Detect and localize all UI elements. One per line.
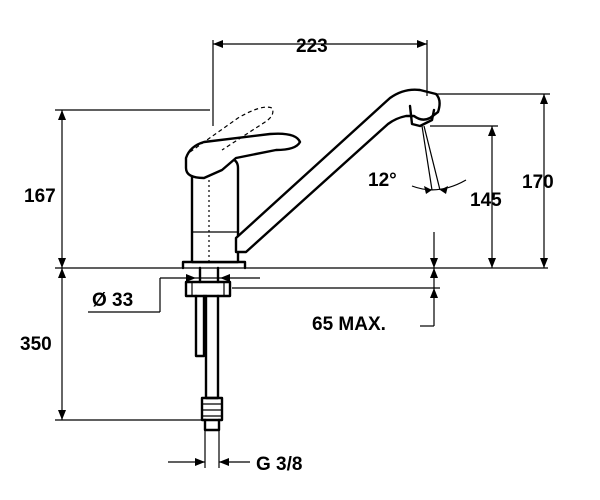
dimension-167: 167 xyxy=(24,109,210,268)
dim-label-g38: G 3/8 xyxy=(256,454,302,475)
dim-label-167: 167 xyxy=(24,186,56,207)
lever-handle xyxy=(184,106,302,180)
dimension-223: 223 xyxy=(212,36,428,126)
dimension-g38: G 3/8 xyxy=(168,430,302,475)
dim-label-diameter-33: Ø 33 xyxy=(92,290,133,311)
dimension-170: 170 xyxy=(436,93,554,268)
dim-label-223: 223 xyxy=(296,36,328,57)
dimension-65-max: 65 MAX. xyxy=(232,268,440,335)
spout-height-arrow xyxy=(430,232,438,268)
dim-label-65-max: 65 MAX. xyxy=(312,314,386,335)
underside-fittings xyxy=(184,266,232,432)
dimension-145: 145 xyxy=(430,125,502,268)
dimension-12deg: 12° xyxy=(368,125,467,194)
dim-label-145: 145 xyxy=(470,190,502,211)
spout xyxy=(234,88,441,254)
dimension-diameter-33: Ø 33 xyxy=(88,274,260,313)
dimension-350: 350 xyxy=(20,268,204,421)
dim-label-350: 350 xyxy=(20,334,52,355)
dim-label-12deg: 12° xyxy=(368,170,397,191)
dim-label-170: 170 xyxy=(522,172,554,193)
